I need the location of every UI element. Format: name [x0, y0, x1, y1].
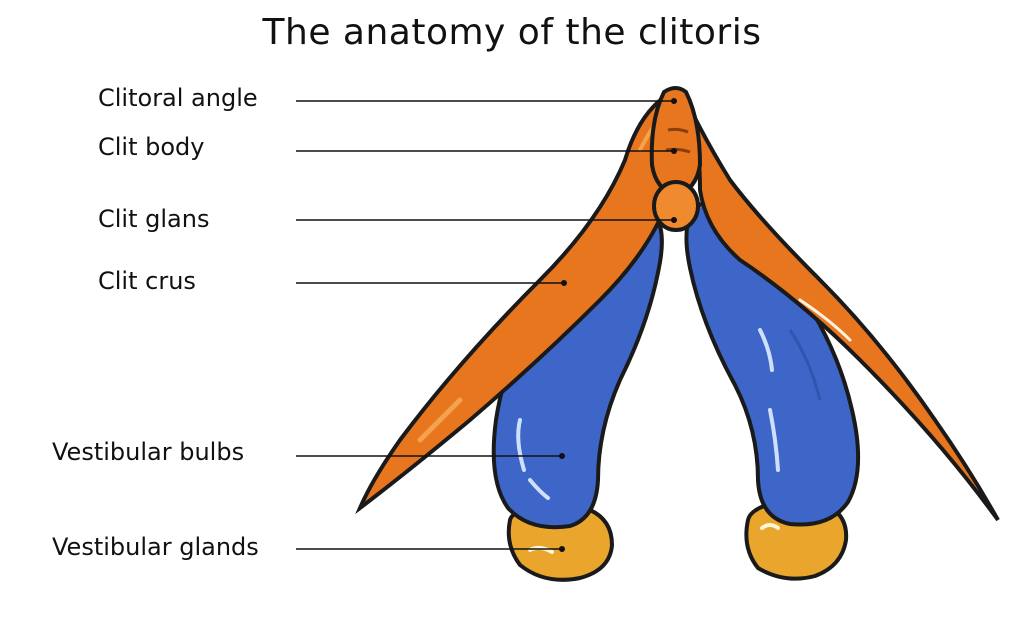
- label-clitoral-angle: Clitoral angle: [98, 84, 258, 112]
- diagram-title: The anatomy of the clitoris: [262, 12, 762, 53]
- leader-lines: [296, 100, 674, 550]
- leader-dot-clitoral-angle: [671, 98, 677, 104]
- clit-body-glans: [649, 86, 703, 232]
- label-clit-body: Clit body: [98, 133, 205, 161]
- label-clit-crus: Clit crus: [98, 267, 196, 295]
- right-clit-crus: [680, 91, 1000, 522]
- left-clit-crus: [355, 88, 678, 515]
- clit-glans: [652, 180, 700, 232]
- clit-crura: [355, 88, 1000, 522]
- leader-dot-vestibular-bulbs: [559, 453, 565, 459]
- label-vestibular-bulbs: Vestibular bulbs: [52, 438, 245, 466]
- leader-dot-vestibular-glands: [559, 546, 565, 552]
- label-vestibular-glands: Vestibular glands: [52, 533, 259, 561]
- label-clit-glans: Clit glans: [98, 205, 210, 233]
- clit-body: [649, 86, 703, 198]
- vestibular-bulbs: [491, 201, 861, 530]
- leader-dot-clit-body: [671, 148, 677, 154]
- leader-dot-clit-glans: [671, 217, 677, 223]
- leader-dot-clit-crus: [561, 280, 567, 286]
- leader-dots: [559, 98, 677, 552]
